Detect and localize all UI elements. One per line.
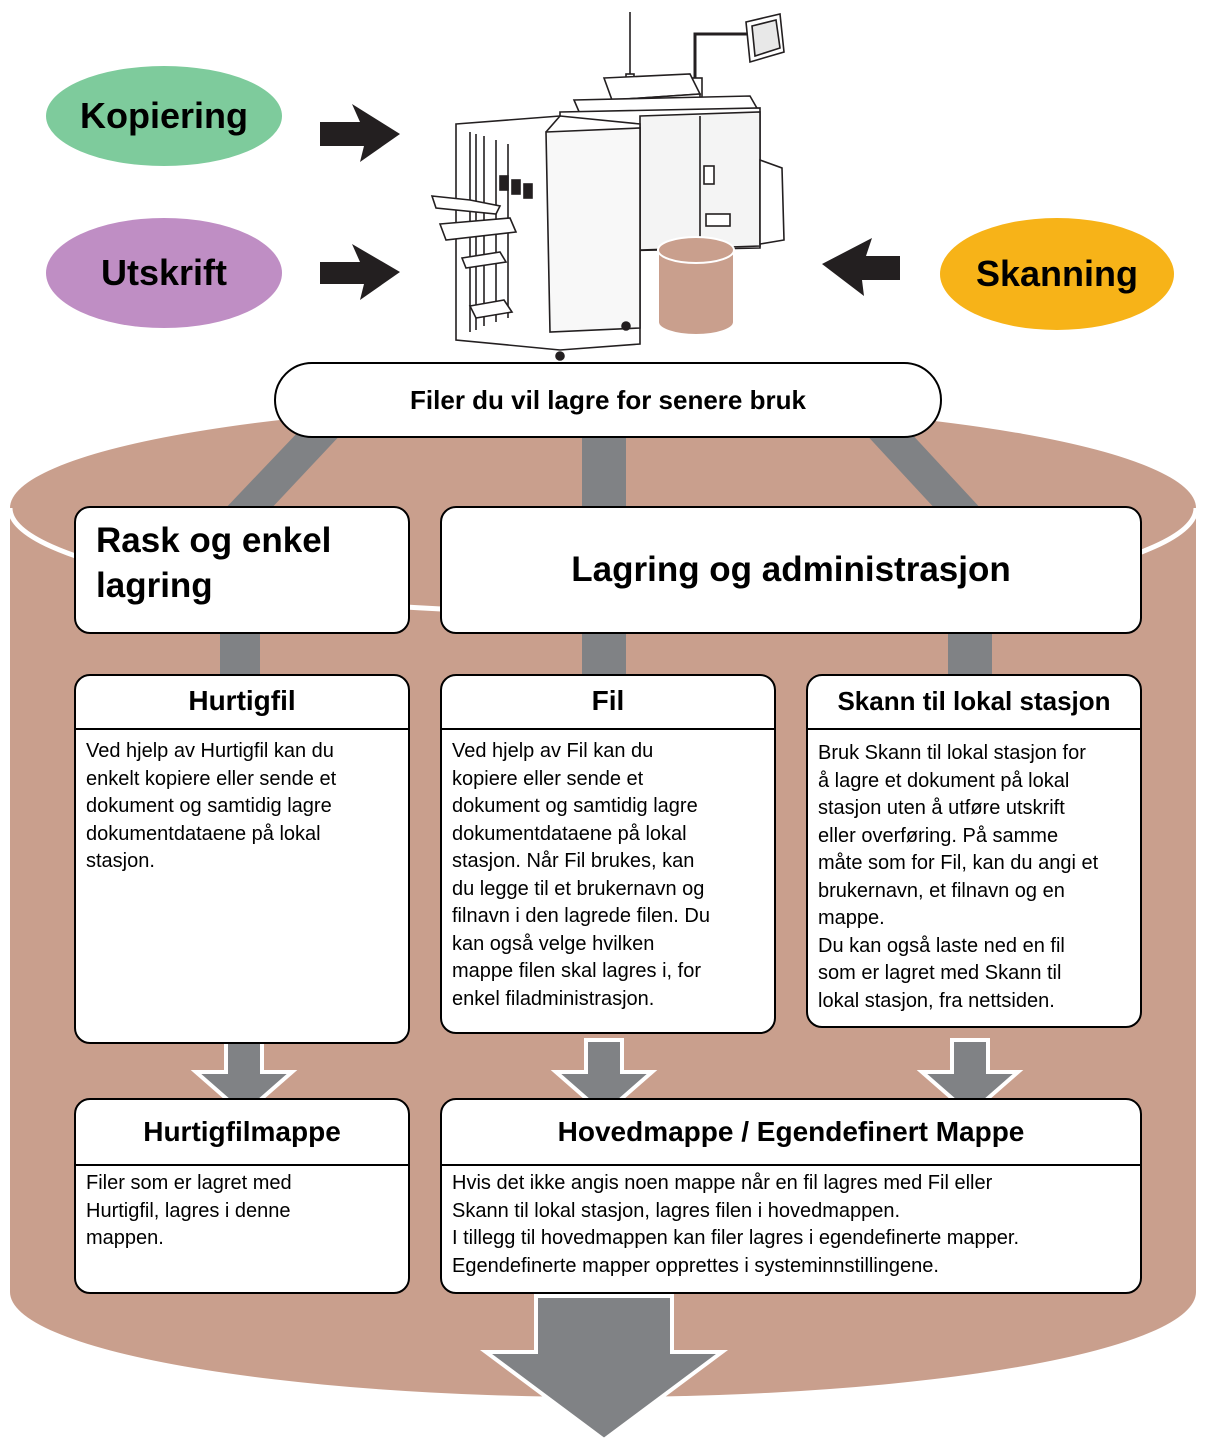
scan-label: Skanning [975,253,1139,294]
scan-to-local-card: Skann til lokal stasjon Bruk Skann til l… [806,674,1142,1028]
storage-source-box: Filer du vil lagre for senere bruk [274,362,942,438]
scan-oval: Skanning [940,218,1174,330]
input-arrows [320,104,900,300]
connector-pipes [220,430,992,680]
copy-oval: Kopiering [46,66,282,166]
quick-file-card: Hurtigfil Ved hjelp av Hurtigfil kan du … [74,674,410,1044]
quick-file-title: Hurtigfil [188,685,296,716]
file-card: Fil Ved hjelp av Fil kan du kopiere elle… [440,674,776,1034]
arrow-down-icon [916,1038,1024,1117]
card-divider [76,728,408,730]
hdd-icon [657,236,735,336]
card-divider [442,1164,1140,1166]
main-custom-folder-title: Hovedmappe / Egendefinert Mappe [557,1116,1025,1147]
quick-file-folder-card: Hurtigfilmappe Filer som er lagret med H… [74,1098,410,1294]
main-custom-folder-card: Hovedmappe / Egendefinert Mappe Hvis det… [440,1098,1142,1294]
storage-management-label: Lagring og administrasjon [571,550,1011,589]
quick-file-description: Ved hjelp av Hurtigfil kan du enkelt kop… [86,740,337,872]
quick-storage-label: Rask og enkel lagring [96,521,332,605]
big-arrow-down-icon [479,1294,729,1440]
file-description: Ved hjelp av Fil kan du kopiere eller se… [452,740,710,1010]
print-label: Utskrift [100,252,228,293]
scan-to-local-description: Bruk Skann til lokal stasjon for å lagre… [818,742,1099,1012]
flow-arrows [190,1038,1024,1440]
card-divider [442,728,774,730]
arrow-down-icon [190,1038,298,1117]
arrow-left-icon [822,238,900,296]
arrow-down-icon [550,1038,658,1117]
scan-to-local-title: Skann til lokal stasjon [837,685,1111,716]
storage-source-label: Filer du vil lagre for senere bruk [410,384,806,415]
copy-label: Kopiering [80,95,248,136]
main-custom-folder-description: Hvis det ikke angis noen mappe når en fi… [452,1172,1020,1277]
storage-management-box: Lagring og administrasjon [440,506,1142,634]
quick-file-folder-description: Filer som er lagret med Hurtigfil, lagre… [86,1172,292,1249]
print-oval: Utskrift [46,218,282,328]
card-divider [808,728,1140,730]
printer-icon [430,12,785,361]
card-divider [76,1164,408,1166]
quick-file-folder-title: Hurtigfilmappe [143,1116,341,1147]
arrow-right-icon [320,244,400,300]
file-title: Fil [591,685,625,716]
arrow-right-icon [320,104,400,162]
quick-storage-box: Rask og enkel lagring [74,506,410,634]
